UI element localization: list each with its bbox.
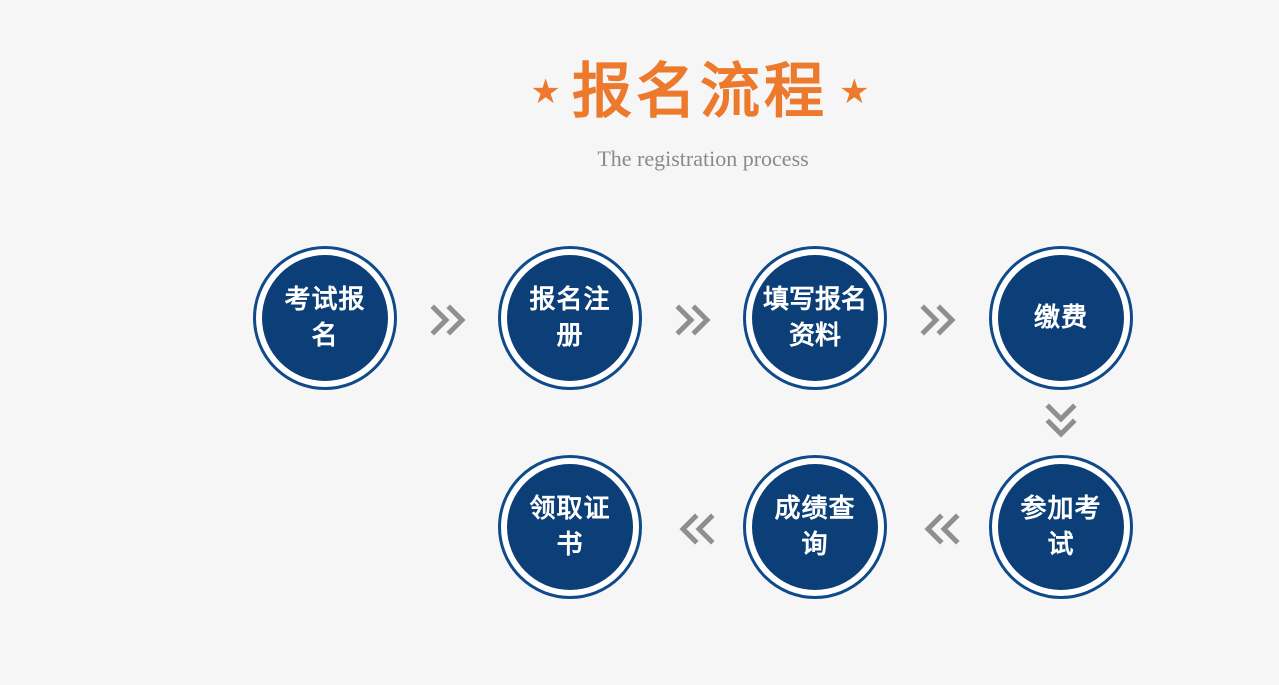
arrow-right-icon [675,304,711,336]
step-4-label: 缴费 [1033,303,1088,333]
star-right-icon: ★ [839,72,870,112]
arrow-down-icon [1045,403,1077,438]
title-row: ★ 报名流程 ★ [0,62,1279,122]
step-6-circle: 成绩查询 [743,455,887,599]
step-7-label: 领取证书 [529,494,611,560]
arrow-right-icon [920,304,956,336]
step-3-circle: 填写报名资料 [743,246,887,390]
step-1-label: 考试报名 [284,285,366,351]
page-title: 报名流程 [572,57,828,127]
step-2-label: 报名注册 [529,285,611,351]
step-3-label: 填写报名资料 [762,285,867,351]
step-1-circle: 考试报名 [253,246,397,390]
arrow-right-icon [430,304,466,336]
arrow-left-icon [924,513,960,545]
step-2-circle: 报名注册 [498,246,642,390]
step-7-circle: 领取证书 [498,455,642,599]
step-5-label: 参加考试 [1020,494,1102,560]
step-6-label: 成绩查询 [774,494,856,560]
page-subtitle: The registration process [597,146,809,171]
step-4-circle: 缴费 [989,246,1133,390]
star-left-icon: ★ [530,72,561,112]
arrow-left-icon [679,513,715,545]
step-5-circle: 参加考试 [989,455,1133,599]
